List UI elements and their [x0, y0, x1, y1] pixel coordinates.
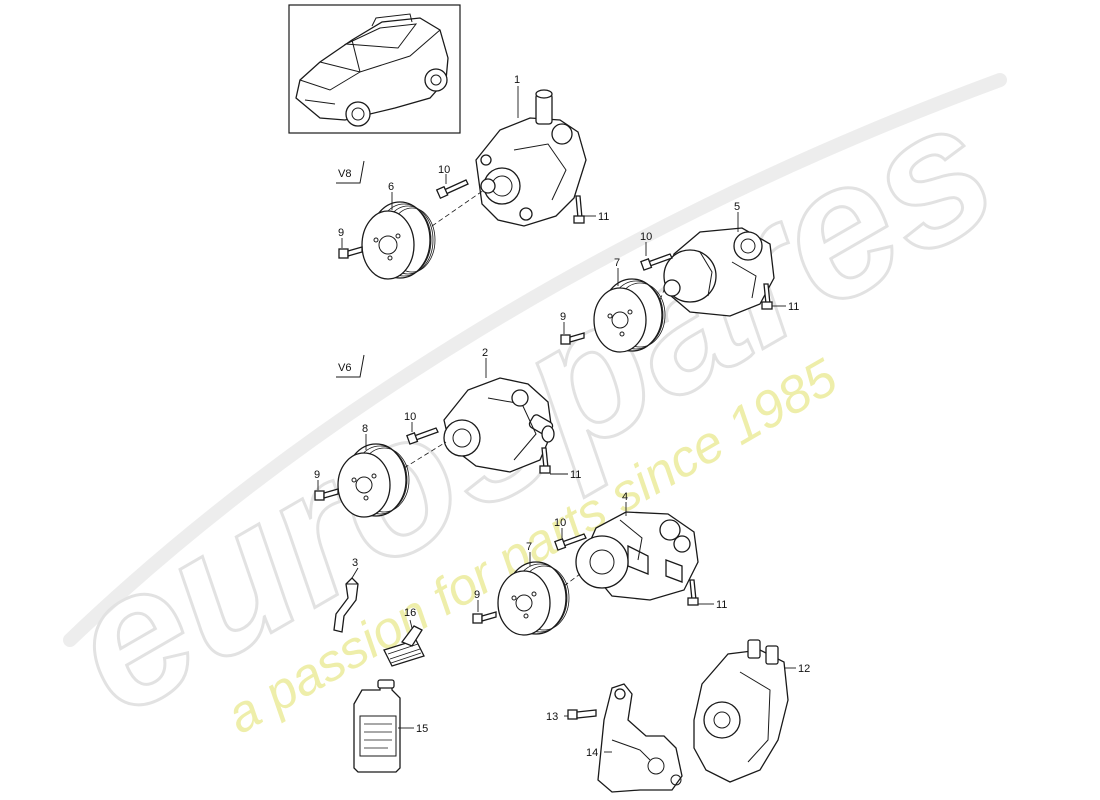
- bolt-5-10: [640, 253, 673, 271]
- axis-line-4: [563, 573, 581, 587]
- car-icon: [295, 13, 449, 127]
- power-steering-pump-4: [575, 511, 699, 601]
- bolt-7-upper-9: [560, 332, 585, 345]
- bolt-13: [567, 709, 597, 720]
- callout-13: 13: [546, 711, 558, 723]
- callout-10-4: 10: [554, 517, 566, 529]
- callout-14: 14: [586, 747, 598, 759]
- callout-9-v6: 9: [314, 469, 320, 481]
- axis-line-5: [659, 289, 665, 301]
- power-steering-pump-12: [693, 639, 789, 783]
- bolt-7-lower-9: [472, 611, 497, 624]
- variant-label-v8: V8: [338, 168, 351, 180]
- callout-9-v8: 9: [338, 227, 344, 239]
- pulley-v6-8: [337, 443, 410, 518]
- bolt-4-10: [554, 533, 587, 551]
- variant-label-v6: V6: [338, 362, 351, 374]
- callout-11-v8: 11: [598, 211, 609, 223]
- callout-10-5: 10: [640, 231, 652, 243]
- bolt-v8-9: [338, 246, 363, 259]
- callout-1: 1: [514, 74, 520, 86]
- power-steering-pump-v8: [475, 89, 587, 227]
- leader-lines: [317, 86, 796, 753]
- watermark-swoosh: [63, 73, 1007, 647]
- callout-5: 5: [734, 201, 740, 213]
- bolt-v8-11: [573, 195, 585, 224]
- pulley-7-upper: [593, 278, 666, 353]
- bolt-v6-11: [539, 447, 551, 474]
- axis-line-v8: [431, 189, 485, 227]
- power-steering-pump-5: [663, 227, 775, 317]
- power-steering-pump-v6: [443, 377, 555, 473]
- variant-marker-v8: V8: [336, 160, 365, 184]
- bolt-v8-10: [435, 179, 469, 200]
- bolt-4-11: [687, 579, 699, 606]
- callout-15: 15: [416, 723, 428, 735]
- variant-marker-v6: V6: [336, 354, 365, 378]
- fluid-bottle-15: [353, 679, 401, 773]
- hose-clip-3: [333, 577, 359, 633]
- axis-line-v6: [403, 441, 447, 469]
- pulley-7-lower: [497, 561, 570, 636]
- callouts: 1 10 6 9 11 5 10 7 9 11 2 10 8 9 11 4 10…: [314, 74, 810, 759]
- bracket-14: [597, 683, 683, 793]
- bolt-5-11: [761, 283, 773, 310]
- callout-3: 3: [352, 557, 358, 569]
- callout-4: 4: [622, 491, 628, 503]
- callout-11-v6: 11: [570, 469, 581, 481]
- bolt-v6-10: [406, 427, 439, 445]
- pulley-v8-6: [361, 201, 436, 280]
- callout-2: 2: [482, 347, 488, 359]
- bolt-v6-9: [314, 488, 339, 501]
- callout-9-4: 9: [474, 589, 480, 601]
- callout-7-upper: 7: [614, 257, 620, 269]
- callout-6: 6: [388, 181, 394, 193]
- vehicle-thumbnail: [288, 4, 461, 134]
- callout-8: 8: [362, 423, 368, 435]
- callout-11-4: 11: [716, 599, 727, 611]
- callout-9-5: 9: [560, 311, 566, 323]
- callout-10-v6: 10: [404, 411, 416, 423]
- callout-11-5: 11: [788, 301, 799, 313]
- callout-12: 12: [798, 663, 810, 675]
- drive-shaft-16: [383, 625, 425, 667]
- callout-16: 16: [404, 607, 416, 619]
- callout-10-v8: 10: [438, 164, 450, 176]
- callout-7-lower: 7: [526, 541, 532, 553]
